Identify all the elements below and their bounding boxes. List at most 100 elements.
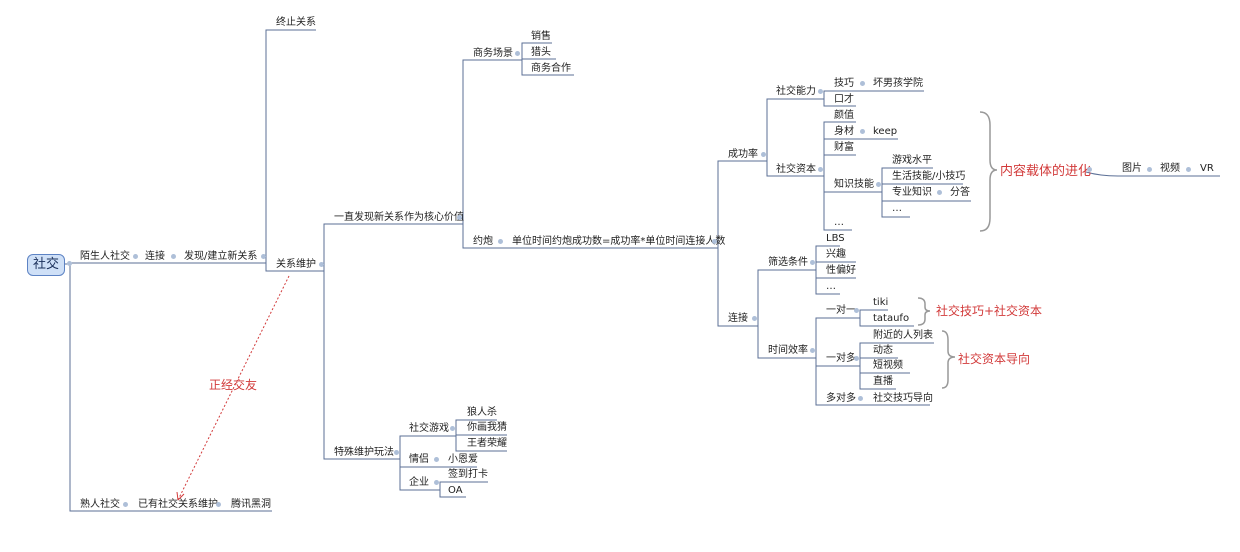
node-bad-boy[interactable]: 坏男孩学院 <box>873 78 923 89</box>
note-skill-capital: 社交技巧+社交资本 <box>936 304 1043 318</box>
node-eloquence[interactable]: 口才 <box>834 94 854 105</box>
node-live[interactable]: 直播 <box>873 376 893 387</box>
note-capital-oriented: 社交资本导向 <box>958 352 1031 366</box>
collapse-dot[interactable] <box>1147 167 1152 172</box>
node-discover[interactable]: 发现/建立新关系 <box>184 251 258 262</box>
node-acquaint[interactable]: 熟人社交 <box>80 499 120 510</box>
collapse-dot[interactable] <box>1087 167 1092 172</box>
collapse-dot[interactable] <box>394 450 399 455</box>
node-core-value[interactable]: 一直发现新关系作为核心价值 <box>334 212 464 223</box>
note-serious-friends: 正经交友 <box>209 378 258 392</box>
node-time-eff[interactable]: 时间效率 <box>768 345 808 356</box>
collapse-dot[interactable] <box>515 51 520 56</box>
node-tataufo[interactable]: tataufo <box>873 313 910 324</box>
node-ellipsis-knowledge[interactable]: … <box>892 203 902 214</box>
node-many-many[interactable]: 多对多 <box>826 393 856 404</box>
collapse-dot[interactable] <box>133 254 138 259</box>
collapse-dot[interactable] <box>712 239 717 244</box>
node-headhunt[interactable]: 猎头 <box>531 47 551 58</box>
node-one-many[interactable]: 一对多 <box>826 353 856 364</box>
node-link[interactable]: 连接 <box>728 313 748 324</box>
collapse-dot[interactable] <box>854 308 859 313</box>
node-draw-guess[interactable]: 你画我猜 <box>467 422 507 433</box>
node-success-rate[interactable]: 成功率 <box>728 149 758 160</box>
node-honor-kings[interactable]: 王者荣耀 <box>467 438 507 449</box>
collapse-dot[interactable] <box>818 89 823 94</box>
node-one-one[interactable]: 一对一 <box>826 305 856 316</box>
node-date[interactable]: 约炮 <box>473 236 493 247</box>
collapse-dot[interactable] <box>860 129 865 134</box>
node-connect[interactable]: 连接 <box>145 251 165 262</box>
node-looks[interactable]: 颜值 <box>834 110 854 121</box>
node-social-skill-guide[interactable]: 社交技巧导向 <box>873 393 933 404</box>
collapse-dot[interactable] <box>123 502 128 507</box>
collapse-dot[interactable] <box>937 190 942 195</box>
collapse-dot[interactable] <box>1186 167 1191 172</box>
node-formula[interactable]: 单位时间约炮成功数=成功率*单位时间连接人数 <box>512 236 726 247</box>
collapse-dot[interactable] <box>216 502 221 507</box>
collapse-dot[interactable] <box>450 426 455 431</box>
node-biz-coop[interactable]: 商务合作 <box>531 63 571 74</box>
collapse-dot[interactable] <box>498 239 503 244</box>
collapse-dot[interactable] <box>810 260 815 265</box>
node-stranger-social[interactable]: 陌生人社交 <box>80 251 130 262</box>
node-social-capital[interactable]: 社交资本 <box>776 164 816 175</box>
node-filter[interactable]: 筛选条件 <box>768 257 808 268</box>
node-werewolf[interactable]: 狼人杀 <box>467 407 497 418</box>
node-oa[interactable]: OA <box>448 485 463 496</box>
node-pro-knowledge[interactable]: 专业知识 <box>892 187 932 198</box>
collapse-dot[interactable] <box>761 152 766 157</box>
collapse-dot[interactable] <box>876 182 881 187</box>
node-enterprise[interactable]: 企业 <box>409 477 429 488</box>
node-sex-pref[interactable]: 性偏好 <box>826 265 856 276</box>
collapse-dot[interactable] <box>752 316 757 321</box>
node-moments[interactable]: 动态 <box>873 345 893 356</box>
node-maintain[interactable]: 关系维护 <box>276 259 316 270</box>
node-knowledge[interactable]: 知识技能 <box>834 179 874 190</box>
collapse-dot[interactable] <box>858 396 863 401</box>
root-node[interactable]: 社交 <box>27 254 65 276</box>
collapse-dot[interactable] <box>810 348 815 353</box>
node-ellipsis-filter[interactable]: … <box>826 281 836 292</box>
node-share[interactable]: 分答 <box>950 187 970 198</box>
node-carrier-pics[interactable]: 图片 <box>1122 163 1142 174</box>
node-lbs[interactable]: LBS <box>826 233 845 244</box>
collapse-dot[interactable] <box>860 81 865 86</box>
node-nearby[interactable]: 附近的人列表 <box>873 330 933 341</box>
node-skill[interactable]: 技巧 <box>834 78 854 89</box>
node-carrier-video[interactable]: 视频 <box>1160 163 1180 174</box>
node-terminate[interactable]: 终止关系 <box>276 17 316 28</box>
node-wealth[interactable]: 财富 <box>834 142 854 153</box>
collapse-dot[interactable] <box>854 356 859 361</box>
node-special[interactable]: 特殊维护玩法 <box>334 447 394 458</box>
node-checkin[interactable]: 签到打卡 <box>448 469 488 480</box>
node-social-game[interactable]: 社交游戏 <box>409 423 449 434</box>
collapse-dot[interactable] <box>434 480 439 485</box>
collapse-dot[interactable] <box>261 254 266 259</box>
collapse-dot[interactable] <box>818 167 823 172</box>
node-short-video[interactable]: 短视频 <box>873 360 903 371</box>
node-existing[interactable]: 已有社交关系维护 <box>138 499 218 510</box>
node-biz-scene[interactable]: 商务场景 <box>473 48 513 59</box>
node-tiki[interactable]: tiki <box>873 297 889 308</box>
node-interest[interactable]: 兴趣 <box>826 249 846 260</box>
node-social-ability[interactable]: 社交能力 <box>776 86 816 97</box>
collapse-dot[interactable] <box>434 457 439 462</box>
node-game-level[interactable]: 游戏水平 <box>892 155 932 166</box>
node-life-skill[interactable]: 生活技能/小技巧 <box>892 171 966 182</box>
node-figure[interactable]: 身材 <box>834 126 854 137</box>
collapse-dot[interactable] <box>457 215 462 220</box>
collapse-dot[interactable] <box>67 261 72 266</box>
collapse-dot[interactable] <box>171 254 176 259</box>
node-keep[interactable]: keep <box>873 126 898 137</box>
node-carrier-vr[interactable]: VR <box>1200 163 1214 174</box>
collapse-dot[interactable] <box>319 262 324 267</box>
node-ellipsis-capital[interactable]: … <box>834 217 844 228</box>
node-sales[interactable]: 销售 <box>531 31 551 42</box>
node-tencent-hole[interactable]: 腾讯黑洞 <box>231 499 271 510</box>
node-couple[interactable]: 情侣 <box>409 454 429 465</box>
note-content-evolution: 内容载体的进化 <box>1000 164 1092 179</box>
node-xiaoenai[interactable]: 小恩爱 <box>448 454 478 465</box>
